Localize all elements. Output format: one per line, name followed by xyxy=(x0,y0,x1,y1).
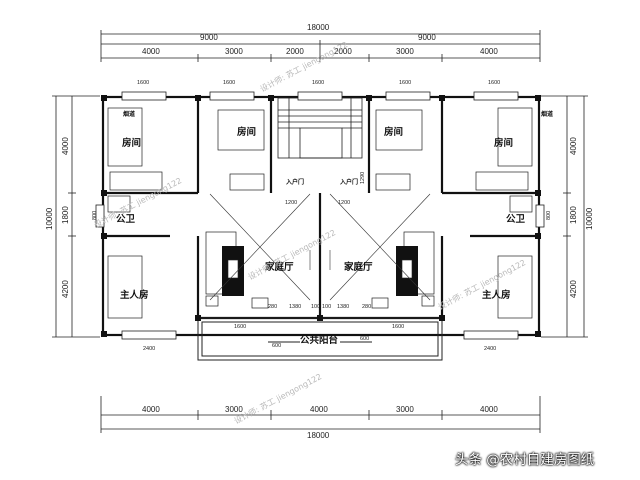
center-dim-6: 280 xyxy=(362,304,371,310)
top-seg-3: 2000 xyxy=(286,47,304,56)
balcony-dim-left: 600 xyxy=(272,343,281,349)
right-seg-2: 1800 xyxy=(569,206,578,224)
master-window-right: 2400 xyxy=(484,346,496,352)
master-window-left: 2400 xyxy=(143,346,155,352)
watermark-1: 设计师: 苏工 jiengong122 xyxy=(92,175,183,230)
room-label-living-left: 家庭厅 xyxy=(265,261,294,273)
top-seg-2: 3000 xyxy=(225,47,243,56)
watermark-5: 设计师: 苏工 jiengong122 xyxy=(436,257,527,312)
top-seg-1: 4000 xyxy=(142,47,160,56)
room-label-toilet-left: 公卫 xyxy=(116,214,136,225)
room-label-balcony: 公共阳台 xyxy=(300,334,339,346)
center-dim-5: 1380 xyxy=(337,304,349,310)
right-seg-1: 4000 xyxy=(569,137,578,155)
center-dim-3: 100 xyxy=(311,304,320,310)
room-label-bedroom-2: 房间 xyxy=(237,126,256,138)
living-window-right: 1600 xyxy=(392,324,404,330)
overall-top-dim: 18000 xyxy=(307,23,330,32)
top-seg-4: 2000 xyxy=(334,47,352,56)
center-dim-2: 1380 xyxy=(289,304,301,310)
entry-door-label-left: 入户门 xyxy=(285,178,304,186)
balcony-dim-right: 600 xyxy=(360,336,369,342)
entry-door-dim-right: 1200 xyxy=(338,200,350,206)
room-label-living-right: 家庭厅 xyxy=(344,261,373,273)
source-credit: 头条 @农村自建房图纸 xyxy=(455,452,595,468)
toilet-window-left: 800 xyxy=(92,211,98,220)
center-dim-4: 100 xyxy=(322,304,331,310)
half-left-dim: 9000 xyxy=(200,33,218,42)
entry-door-label-right: 入户门 xyxy=(339,178,358,186)
window-dim-3: 1600 xyxy=(312,80,324,86)
flue-label-right: 烟道 xyxy=(541,110,553,118)
room-label-bedroom-1: 房间 xyxy=(122,137,141,149)
half-right-dim: 9000 xyxy=(418,33,436,42)
right-overall: 10000 xyxy=(585,207,594,230)
living-window-left: 1600 xyxy=(234,324,246,330)
bottom-seg-1: 4000 xyxy=(142,405,160,414)
left-overall: 10000 xyxy=(45,207,54,230)
top-seg-5: 3000 xyxy=(396,47,414,56)
room-label-toilet-right: 公卫 xyxy=(506,214,526,225)
center-dim-1: 280 xyxy=(268,304,277,310)
corridor-side-dim: 1290 xyxy=(360,172,366,184)
right-seg-3: 4200 xyxy=(569,280,578,298)
toilet-window-right: 800 xyxy=(546,211,552,220)
top-seg-6: 4000 xyxy=(480,47,498,56)
left-seg-3: 4200 xyxy=(61,280,70,298)
watermark-3: 设计师: 苏工 jiengong122 xyxy=(246,227,337,282)
room-label-master-right: 主人房 xyxy=(482,289,511,301)
room-label-bedroom-4: 房间 xyxy=(494,137,513,149)
bottom-seg-2: 3000 xyxy=(225,405,243,414)
flue-label-left: 烟道 xyxy=(123,110,135,118)
room-label-master-left: 主人房 xyxy=(120,289,149,301)
entry-door-dim-left: 1200 xyxy=(285,200,297,206)
left-seg-2: 1800 xyxy=(61,206,70,224)
window-dim-5: 1600 xyxy=(488,80,500,86)
bottom-seg-4: 3000 xyxy=(396,405,414,414)
bottom-seg-3: 4000 xyxy=(310,405,328,414)
window-dim-2: 1600 xyxy=(223,80,235,86)
window-dim-1: 1600 xyxy=(137,80,149,86)
bottom-seg-5: 4000 xyxy=(480,405,498,414)
overall-bottom-dim: 18000 xyxy=(307,431,330,440)
watermark-4: 设计师: 苏工 jiengong122 xyxy=(232,371,323,426)
room-label-bedroom-3: 房间 xyxy=(384,126,403,138)
window-dim-4: 1600 xyxy=(399,80,411,86)
left-seg-1: 4000 xyxy=(61,137,70,155)
